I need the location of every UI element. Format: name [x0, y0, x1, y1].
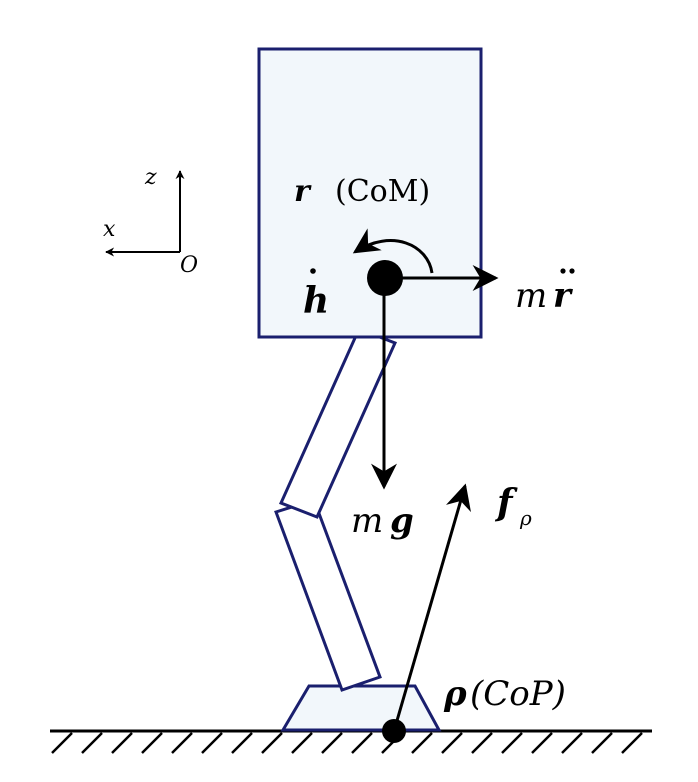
cop-label: ρ (CoP) [443, 674, 566, 714]
acceleration-dot-1 [560, 268, 566, 274]
contact-force-label: f ρ [494, 482, 532, 530]
force-subscript: ρ [519, 506, 532, 530]
upper-leg [278, 327, 398, 519]
cop-paren-text: (CoP) [470, 674, 566, 714]
cop-symbol: ρ [443, 674, 467, 714]
axis-z-label: z [144, 165, 157, 190]
torso [257, 47, 483, 339]
inertial-force-label: m r [515, 268, 575, 316]
com-point [367, 260, 403, 296]
contact-force-arrow [392, 483, 471, 732]
hdot-label: h [303, 268, 329, 322]
angular-momentum-arc-arrow [352, 228, 434, 274]
gravity-label: m g [351, 501, 414, 541]
com-paren-text: (CoM) [335, 174, 430, 209]
foot [280, 684, 442, 732]
cop-point [382, 719, 406, 743]
hdot-dot [310, 268, 316, 274]
com-symbol: r [294, 174, 312, 209]
gravity-mass-symbol: m [351, 501, 383, 541]
force-symbol: f [494, 482, 518, 524]
acceleration-dot-2 [569, 268, 575, 274]
com-label: r (CoM) [294, 174, 430, 209]
inertial-mass-symbol: m [515, 276, 547, 316]
origin-label: O [180, 253, 198, 278]
hdot-symbol: h [303, 280, 329, 322]
coordinate-frame: z x O [103, 165, 198, 278]
acceleration-symbol: r [553, 276, 573, 316]
axis-x-label: x [103, 217, 116, 242]
gravity-symbol: g [390, 501, 414, 541]
ground-hatching [51, 732, 643, 754]
